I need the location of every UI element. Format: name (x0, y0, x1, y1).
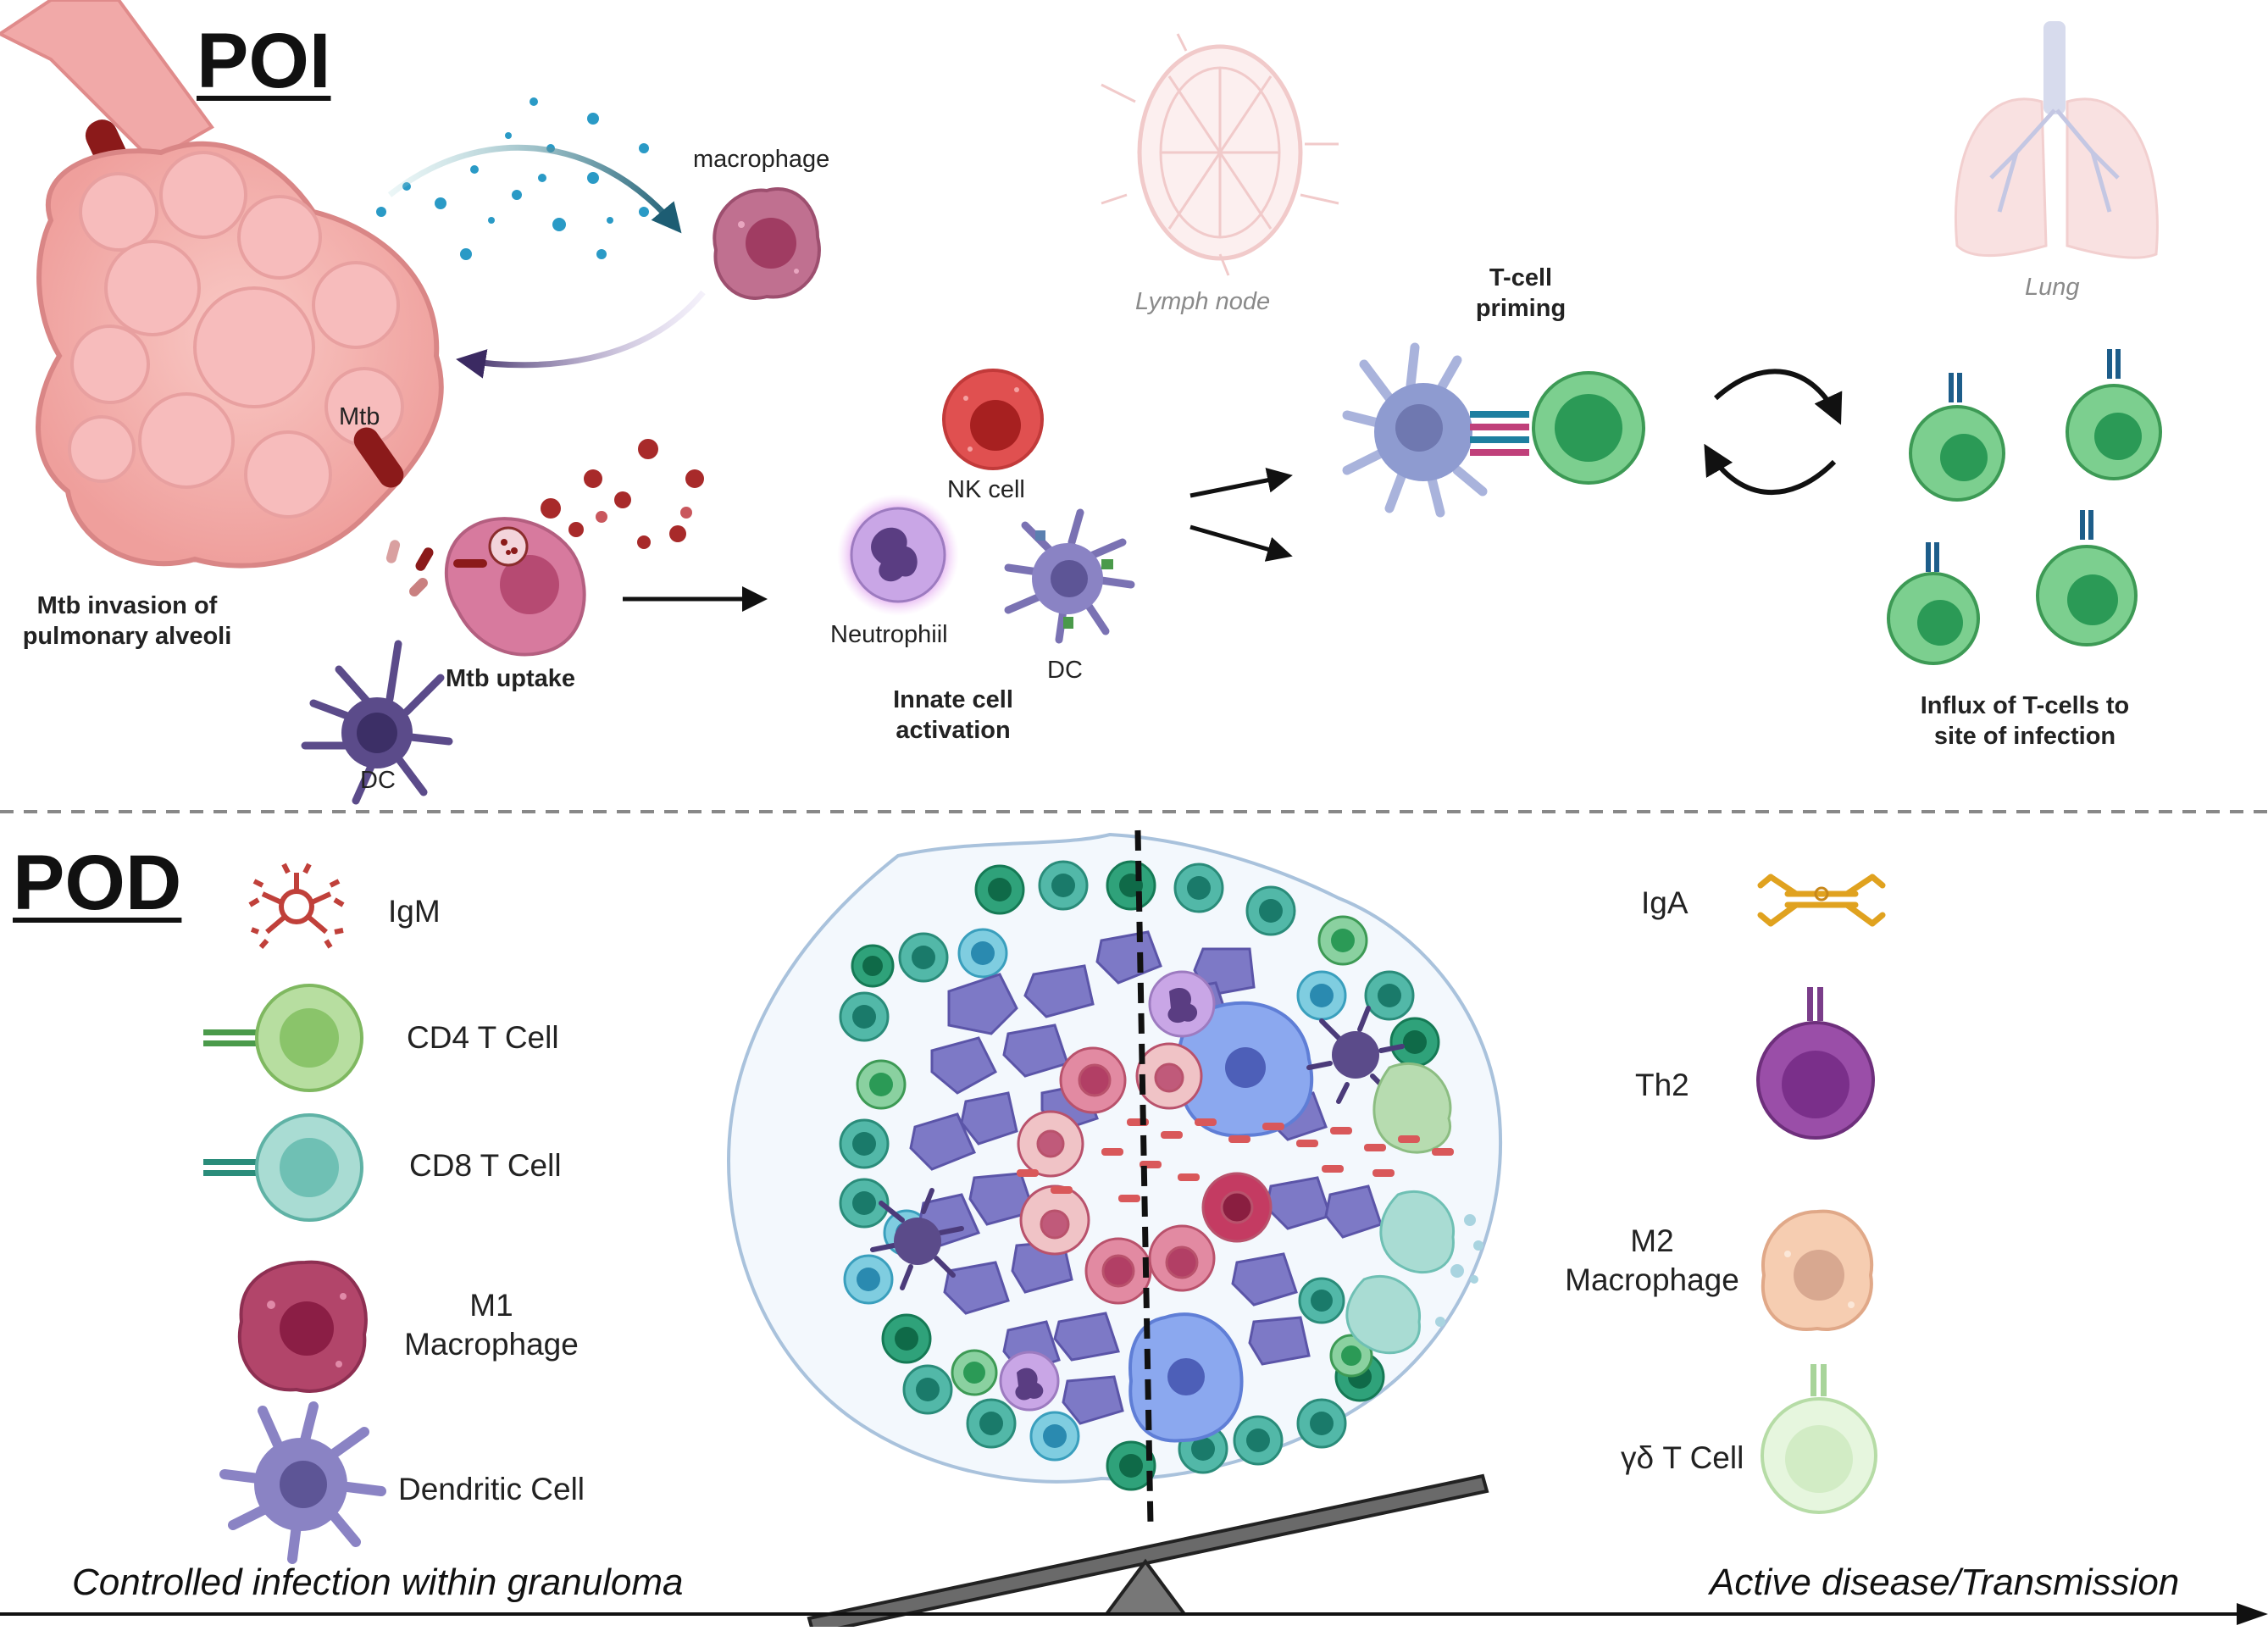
cd4-t-cell-icon (203, 984, 363, 1092)
mhc-tcr-complex-icon (1470, 411, 1529, 456)
influx-t-cells (1887, 349, 2162, 665)
poi-title: POI (197, 18, 331, 104)
lymph-node-icon (1101, 33, 1339, 276)
cycle-arrow-top (1713, 369, 1843, 425)
invasion-label-line-1: Mtb invasion of (36, 592, 218, 619)
arrow-to-alveoli (456, 290, 706, 379)
mtb-label: Mtb (339, 403, 380, 430)
dc-label: DC (360, 767, 396, 794)
legend-iga-label: IgA (1641, 885, 1689, 920)
disease-axis (0, 1603, 2268, 1625)
nk-cell-label: NK cell (947, 476, 1025, 503)
t-cell-icon (2066, 349, 2162, 480)
cycle-arrow-bottom (1704, 443, 1837, 496)
granuloma-dendritic-cell-right (1306, 1006, 1405, 1104)
priming-dendritic-cell-icon (1342, 342, 1488, 518)
innate-label-line-1: Innate cell (893, 686, 1013, 713)
dc-innate-label: DC (1047, 657, 1083, 684)
m1-macrophage-icon (237, 1260, 368, 1393)
arrow-to-priming-2 (1189, 524, 1293, 562)
macrophage-icon (713, 187, 821, 300)
neutrophil-label: Neutrophiil (830, 621, 948, 648)
legend-gd-label: γδ T Cell (1621, 1440, 1744, 1475)
dendritic-cell-icon (219, 1401, 386, 1564)
mtb-uptake-label: Mtb uptake (446, 665, 576, 692)
arrow-to-macrophage (387, 144, 682, 234)
axis-left-label: Controlled infection within granuloma (72, 1562, 684, 1603)
nk-cell-icon (942, 369, 1044, 470)
balance-seesaw (807, 1473, 1489, 1631)
priming-label-line-1: T-cell (1489, 264, 1553, 291)
dendritic-cell-poi-icon (301, 640, 453, 805)
infected-macrophage-icon (385, 517, 586, 657)
th2-cell-icon (1756, 987, 1875, 1140)
innate-activation-label: Innate cell activation (856, 685, 1051, 746)
primed-t-cell-icon (1532, 371, 1645, 485)
legend-th2-label: Th2 (1635, 1068, 1689, 1102)
t-cell-priming-label: T-cell priming (1470, 263, 1572, 324)
t-cell-icon (1909, 373, 2005, 502)
t-cell-icon (1887, 542, 1980, 665)
invasion-label-line-2: pulmonary alveoli (22, 623, 232, 650)
legend-dc-label: Dendritic Cell (398, 1472, 585, 1506)
gamma-delta-t-cell-icon (1761, 1364, 1877, 1514)
igm-antibody-icon (248, 863, 345, 949)
iga-antibody-icon (1757, 874, 1886, 927)
influx-label-line-1: Influx of T-cells to (1920, 692, 2130, 719)
bacteria-dots (541, 439, 704, 549)
innate-label-line-2: activation (896, 717, 1011, 744)
legend-m1-label: M1 Macrophage (404, 1288, 579, 1362)
influx-label: Influx of T-cells to site of infection (1898, 691, 2152, 752)
alveoli-illustration (0, 0, 444, 569)
granuloma (726, 829, 1502, 1526)
legend-m2-label: M2 Macrophage (1565, 1223, 1739, 1297)
legend-cd8-label: CD8 T Cell (409, 1148, 562, 1183)
granuloma-dendritic-cell-left (870, 1188, 964, 1290)
lung-label: Lung (2025, 274, 2080, 301)
lung-icon (1955, 21, 2159, 259)
cd8-t-cell-icon (203, 1113, 363, 1222)
arrow-to-priming-1 (1189, 467, 1293, 498)
neutrophil-icon (837, 494, 959, 616)
macrophage-label: macrophage (693, 146, 830, 173)
invasion-label: Mtb invasion of pulmonary alveoli (4, 591, 250, 652)
legend-igm-label: IgM (388, 894, 441, 929)
priming-label-line-2: priming (1475, 295, 1567, 322)
m2-macrophage-icon (1761, 1209, 1874, 1331)
axis-right-label: Active disease/Transmission (1710, 1562, 2180, 1603)
dendritic-cell-innate-icon (1004, 508, 1135, 644)
legend-cd4-label: CD4 T Cell (407, 1020, 559, 1055)
cytokine-dots (376, 97, 649, 260)
lymph-node-label: Lymph node (1135, 288, 1271, 315)
t-cell-icon (2036, 510, 2138, 646)
influx-label-line-2: site of infection (1933, 723, 2116, 750)
pod-title: POD (13, 840, 182, 926)
